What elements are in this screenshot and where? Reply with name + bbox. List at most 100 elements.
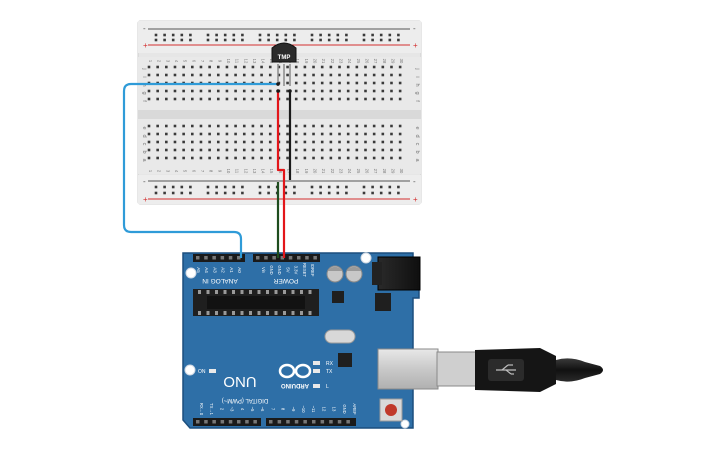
- rail-hole: [223, 38, 227, 42]
- breadboard-hole: [234, 140, 237, 144]
- bottom-rail-holes: [154, 185, 400, 195]
- breadboard-hole: [381, 73, 385, 77]
- breadboard-hole: [312, 132, 315, 136]
- rail-hole: [284, 38, 288, 42]
- breadboard-hole: [251, 124, 255, 128]
- breadboard-hole: [147, 89, 151, 93]
- usb-cable[interactable]: [377, 348, 603, 392]
- breadboard-hole: [303, 97, 307, 101]
- row-letter: j: [141, 67, 147, 69]
- top-rail-minus-right: -: [413, 24, 416, 33]
- breadboard-hole: [260, 73, 263, 77]
- rail-hole: [180, 33, 184, 37]
- breadboard-hole: [182, 156, 185, 160]
- breadboard-hole: [242, 65, 246, 69]
- mounting-hole: [184, 364, 196, 376]
- header-pin: [212, 420, 216, 424]
- breadboard-hole: [165, 97, 168, 101]
- breadboard-hole: [260, 65, 263, 69]
- analog-pin-label: A3: [212, 267, 217, 273]
- temperature-sensor[interactable]: TMP: [271, 42, 297, 86]
- chip-pin: [266, 311, 269, 315]
- column-number: 4: [174, 170, 179, 173]
- column-number: 21: [321, 59, 326, 64]
- header-pin: [313, 256, 317, 260]
- breadboard-hole: [182, 132, 185, 136]
- infinity-left: [294, 363, 312, 379]
- rail-hole: [345, 191, 348, 195]
- breadboard-hole: [191, 73, 194, 77]
- rail-hole: [241, 191, 244, 195]
- digital-pin-label: ~5: [250, 407, 255, 412]
- breadboard-hole: [208, 124, 211, 128]
- breadboard-hole: [216, 73, 220, 77]
- header-pin: [297, 256, 301, 260]
- rail-hole: [275, 38, 279, 42]
- breadboard-hole: [251, 156, 255, 160]
- power-jack-front: [372, 262, 382, 285]
- breadboard-hole: [364, 73, 367, 77]
- breadboard-hole: [346, 140, 350, 144]
- header-pin: [346, 420, 350, 424]
- breadboard-hole: [390, 156, 393, 160]
- breadboard-hole: [156, 148, 159, 152]
- column-number: 2: [157, 60, 162, 63]
- breadboard-hole: [286, 89, 289, 93]
- reset-button[interactable]: [385, 404, 397, 416]
- analog-header-label: ANALOG IN: [202, 277, 238, 284]
- breadboard-hole: [320, 156, 324, 160]
- breadboard-hole: [268, 89, 272, 93]
- breadboard-hole: [372, 65, 376, 69]
- chip-pin: [223, 290, 227, 294]
- breadboard-hole: [346, 89, 350, 93]
- breadboard-hole: [234, 156, 237, 160]
- column-number: 14: [261, 59, 266, 64]
- breadboard-hole: [390, 89, 393, 93]
- breadboard-hole: [156, 132, 159, 136]
- breadboard-hole: [372, 132, 376, 136]
- rail-hole: [223, 191, 227, 195]
- rail-hole: [345, 185, 348, 189]
- breadboard-hole: [390, 65, 393, 69]
- header-pin: [329, 420, 333, 424]
- column-number: 26: [365, 59, 370, 64]
- signal-wire[interactable]: [122, 82, 278, 258]
- usb-icon: [496, 364, 516, 375]
- breadboard-hole: [242, 73, 246, 77]
- power-wire[interactable]: [276, 91, 286, 258]
- breadboard-hole: [320, 73, 324, 77]
- rx-led: [313, 361, 320, 365]
- breadboard-hole: [251, 97, 255, 101]
- breadboard-hole: [260, 132, 263, 136]
- breadboard-hole: [216, 156, 220, 160]
- breadboard-hole: [390, 148, 393, 152]
- breadboard-hole: [355, 148, 359, 152]
- rail-hole: [180, 185, 184, 189]
- rail-hole: [388, 38, 392, 42]
- rail-hole: [397, 38, 400, 42]
- breadboard-hole: [191, 124, 194, 128]
- analog-header: [193, 254, 245, 262]
- column-number: 22: [330, 169, 335, 174]
- breadboard-hole: [294, 132, 298, 136]
- chip-pin: [283, 311, 286, 315]
- rail-hole: [180, 38, 184, 42]
- rail-hole: [293, 191, 296, 195]
- header-pin: [269, 420, 273, 424]
- wire-end: [288, 89, 292, 93]
- breadboard-hole: [286, 65, 289, 69]
- header-pin: [312, 420, 316, 424]
- breadboard-hole: [355, 89, 359, 93]
- header-pins-bottom: [196, 420, 350, 424]
- breadboard-hole: [268, 97, 272, 101]
- rail-hole: [293, 38, 296, 42]
- breadboard-hole: [199, 124, 203, 128]
- column-number: 6: [191, 170, 196, 173]
- breadboard-hole: [191, 65, 194, 69]
- breadboard-hole: [191, 140, 194, 144]
- breadboard-hole: [173, 156, 177, 160]
- chip-pin: [240, 290, 244, 294]
- breadboard-hole: [286, 140, 289, 144]
- column-number: 12: [243, 59, 248, 64]
